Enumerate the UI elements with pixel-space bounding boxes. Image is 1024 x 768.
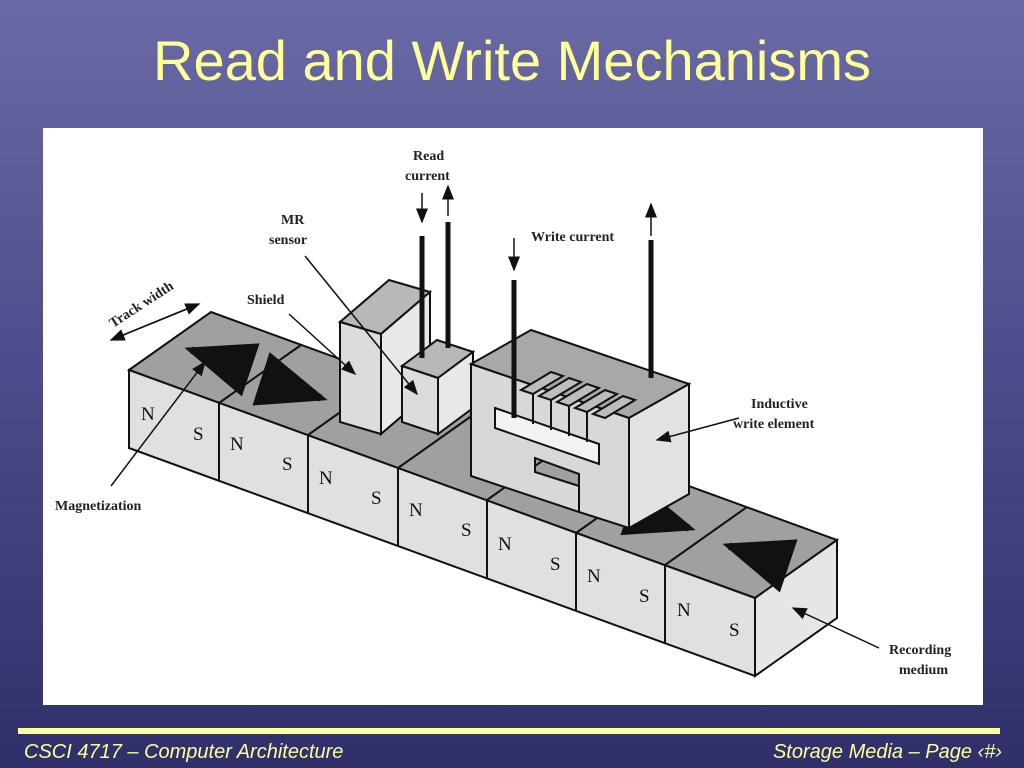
pole-s: S — [639, 586, 650, 607]
footer-page-label: Storage Media – Page ‹#› — [772, 741, 1002, 763]
pole-labels: N S N S N S N S N S N S N S — [141, 404, 740, 641]
pole-n: N — [230, 434, 244, 455]
read-current-leads — [419, 222, 451, 358]
pole-s: S — [461, 520, 472, 541]
label-write-current: Write current — [531, 230, 614, 245]
pole-n: N — [409, 500, 423, 521]
label-read-current-2: current — [405, 169, 450, 184]
write-current-leads — [511, 240, 654, 418]
pole-s: S — [193, 424, 204, 445]
label-track-width: Track width — [107, 279, 177, 332]
label-recording-2: medium — [899, 663, 948, 678]
inductive-write-element — [468, 328, 692, 530]
pole-n: N — [319, 468, 333, 489]
label-read-current-1: Read — [413, 149, 444, 164]
pole-n: N — [587, 566, 601, 587]
pole-s: S — [729, 620, 740, 641]
label-magnetization: Magnetization — [55, 499, 142, 514]
slide-title: Read and Write Mechanisms — [153, 29, 871, 92]
leader-lines — [109, 255, 880, 649]
pole-s: S — [282, 454, 293, 475]
pole-s: S — [371, 488, 382, 509]
pole-n: N — [677, 600, 691, 621]
pole-n: N — [498, 534, 512, 555]
pole-s: S — [550, 554, 561, 575]
footer-rule — [18, 728, 1000, 734]
diagram-svg: N S N S N S N S N S N S N S — [55, 149, 951, 678]
label-shield: Shield — [247, 293, 285, 308]
read-write-diagram: N S N S N S N S N S N S N S — [43, 128, 983, 705]
label-recording-1: Recording — [889, 643, 951, 658]
footer-course-title: CSCI 4717 – Computer Architecture — [24, 741, 344, 763]
label-inductive-1: Inductive — [751, 397, 808, 412]
pole-n: N — [141, 404, 155, 425]
label-mr-sensor-2: sensor — [269, 233, 307, 248]
label-inductive-2: write element — [733, 417, 815, 432]
label-mr-sensor-1: MR — [281, 213, 305, 228]
